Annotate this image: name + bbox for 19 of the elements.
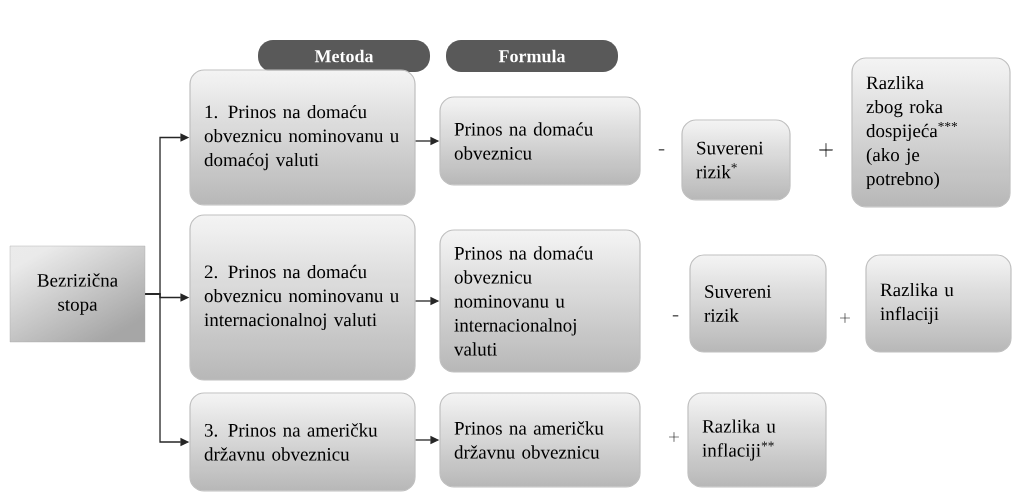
rounded-box: 2. Prinos na domaću obveznicu nominovanu u internacionalnoj valuti <box>189 214 416 381</box>
rounded-box: Prinos na američku državnu obveznicu <box>439 392 641 488</box>
rounded-box: Razlika zbog roka dospijeća$^{***}$ (ako je potrebno) <box>851 57 1011 208</box>
rounded-box: 3. Prinos na američku državnu obveznicu <box>189 392 416 492</box>
operator-sign: + <box>819 143 833 157</box>
rounded-box: 1. Prinos na domaću obveznicu nominovanu u domaćoj valuti <box>189 69 416 206</box>
rounded-box: Suvereni rizik <box>689 254 827 353</box>
rounded-box: Prinos na domaću obveznicu <box>439 96 641 186</box>
rounded-box: Razlika u inflaciji$^{**}$ <box>687 392 827 488</box>
operator-sign: - <box>672 315 679 317</box>
rounded-box: Suvereni rizik$^{*}$ <box>681 119 791 201</box>
column-header: Formula <box>446 40 618 72</box>
operator-sign: + <box>669 432 679 442</box>
start-box: Bezrizična stopa <box>9 245 146 343</box>
rounded-box: Razlika u inflaciji <box>865 254 1012 353</box>
operator-sign: + <box>839 313 850 323</box>
column-header: Metoda <box>258 40 430 72</box>
rounded-box: Prinos na domaću obveznicu nominovanu u internacionalnoj valuti <box>439 229 641 373</box>
operator-sign: - <box>658 149 665 151</box>
